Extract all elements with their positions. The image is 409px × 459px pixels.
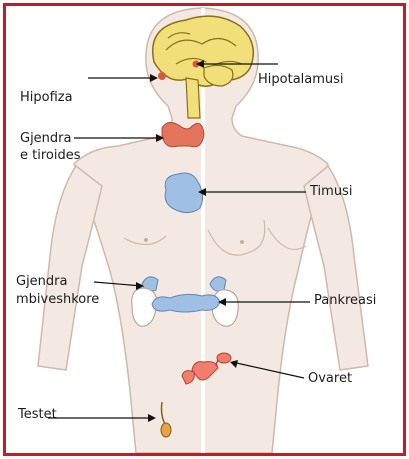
label-testet: Testet	[18, 407, 57, 423]
brainstem	[186, 78, 200, 118]
diagram-frame: Hipofiza Hipotalamusi Gjendra e tiroides…	[3, 3, 406, 456]
label-timusi: Timusi	[310, 184, 352, 200]
testis	[161, 423, 171, 437]
label-tiroides-line2: e tiroides	[20, 148, 81, 164]
label-hipofiza: Hipofiza	[20, 90, 73, 106]
left-arm	[38, 166, 102, 370]
label-ovaret: Ovaret	[308, 371, 352, 387]
ovary	[217, 353, 231, 363]
male-nipple	[144, 238, 148, 242]
female-nipple	[240, 240, 244, 244]
label-hipotalamusi: Hipotalamusi	[258, 72, 344, 88]
label-tiroides-line1: Gjendra	[20, 131, 72, 147]
pancreas	[152, 294, 220, 312]
label-mbiveshkore-line1: Gjendra	[16, 274, 68, 290]
label-mbiveshkore-line2: mbiveshkore	[16, 292, 99, 308]
brain	[153, 16, 254, 86]
pituitary-gland	[158, 72, 166, 80]
label-pankreasi: Pankreasi	[314, 293, 376, 309]
